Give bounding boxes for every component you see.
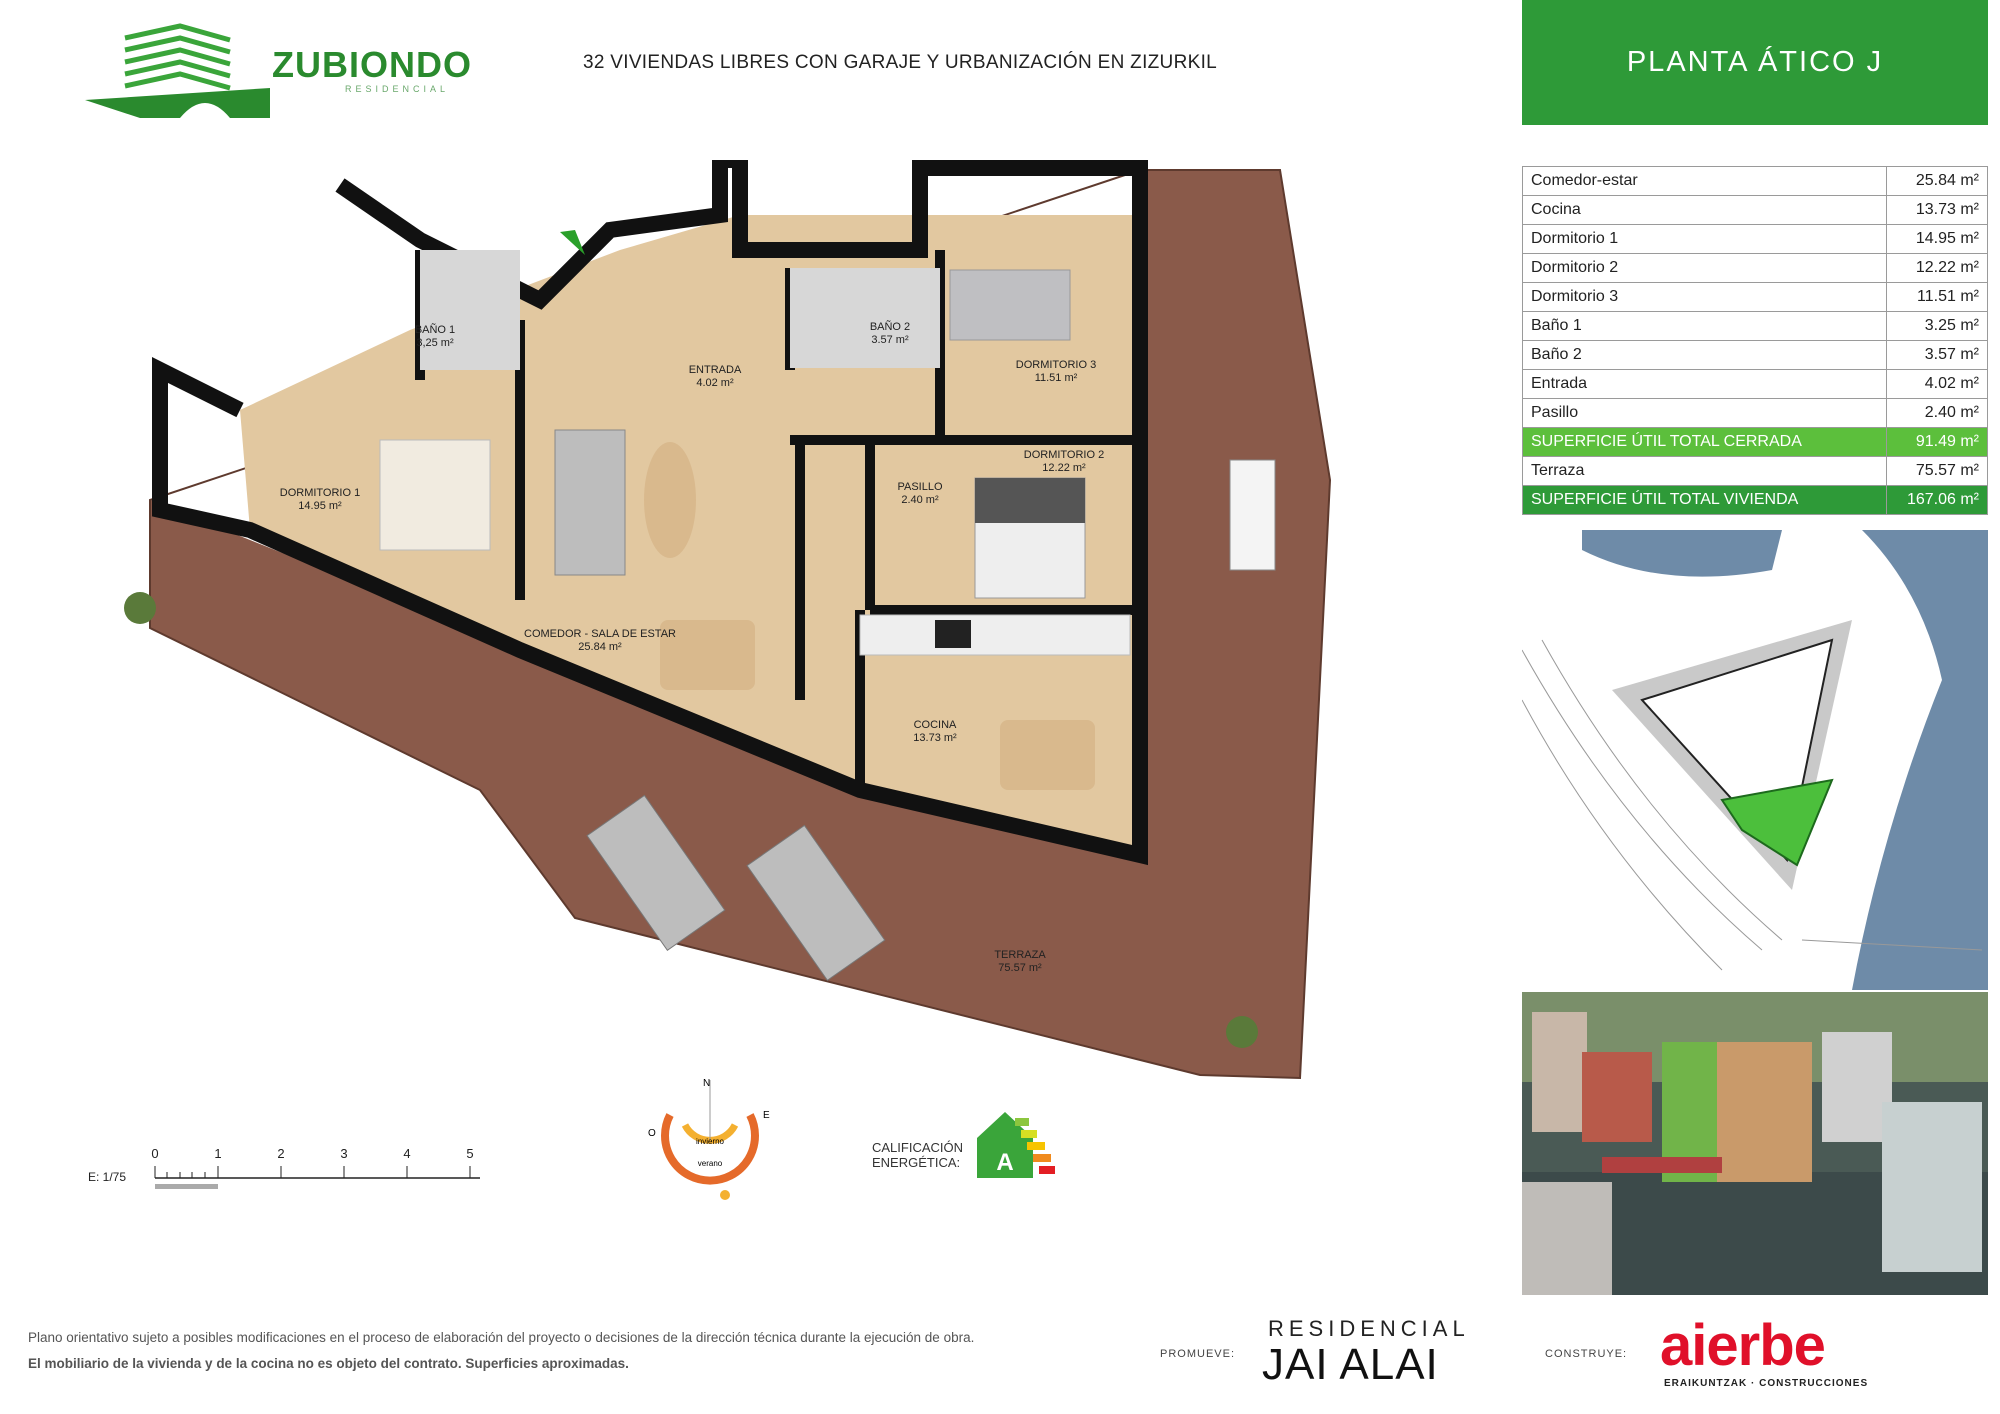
construye-label: CONSTRUYE: bbox=[1545, 1348, 1628, 1360]
area-name: Entrada bbox=[1522, 369, 1887, 399]
label-dorm1-area: 14.95 m² bbox=[298, 500, 342, 512]
area-value: 14.95 m² bbox=[1886, 224, 1988, 254]
promoter-name: JAI ALAI bbox=[1262, 1340, 1439, 1389]
scale-label: E: 1/75 bbox=[88, 1170, 127, 1184]
scale-tick: 1 bbox=[214, 1146, 221, 1161]
area-name: Dormitorio 3 bbox=[1522, 282, 1887, 312]
area-name: Dormitorio 2 bbox=[1522, 253, 1887, 283]
compass-n: N bbox=[703, 1078, 710, 1089]
area-name: Dormitorio 1 bbox=[1522, 224, 1887, 254]
sun-icon bbox=[720, 1190, 730, 1200]
promueve-label: PROMUEVE: bbox=[1160, 1348, 1236, 1360]
area-value: 4.02 m² bbox=[1886, 369, 1988, 399]
label-dorm2-area: 12.22 m² bbox=[1042, 462, 1086, 474]
label-entrada-area: 4.02 m² bbox=[696, 377, 734, 389]
label-cocina-area: 13.73 m² bbox=[913, 732, 957, 744]
area-value: 11.51 m² bbox=[1886, 282, 1988, 312]
energy-label-line2: ENERGÉTICA: bbox=[872, 1155, 961, 1170]
area-value: 91.49 m² bbox=[1886, 427, 1988, 457]
headline: 32 VIVIENDAS LIBRES CON GARAJE Y URBANIZ… bbox=[582, 52, 1218, 73]
label-bano1-name: BAÑO 1 bbox=[415, 323, 455, 336]
scale-tick: 3 bbox=[340, 1146, 347, 1161]
site-location-map bbox=[1522, 530, 1988, 990]
scale-tick: 0 bbox=[151, 1146, 158, 1161]
label-dorm2-name: DORMITORIO 2 bbox=[1024, 449, 1104, 461]
label-dorm3-area: 11.51 m² bbox=[1035, 372, 1078, 384]
compass-o: O bbox=[648, 1128, 656, 1139]
area-name: Terraza bbox=[1522, 456, 1887, 486]
label-terraza-area: 75.57 m² bbox=[998, 962, 1042, 974]
compass-summer: verano bbox=[698, 1159, 723, 1168]
energy-label-line1: CALIFICACIÓN bbox=[872, 1140, 964, 1155]
promoter-residencial: RESIDENCIAL bbox=[1268, 1316, 1470, 1341]
scale-bar: 0 1 2 3 4 5 bbox=[151, 1146, 480, 1189]
label-pasillo-area: 2.40 m² bbox=[901, 494, 939, 506]
area-value: 75.57 m² bbox=[1886, 456, 1988, 486]
label-bano1-area: 3,25 m² bbox=[416, 337, 454, 349]
area-value: 3.25 m² bbox=[1886, 311, 1988, 341]
compass-sun-diagram: N E O invierno verano bbox=[648, 1078, 770, 1200]
compass-winter: invierno bbox=[696, 1137, 725, 1146]
builder-tagline: ERAIKUNTZAK · CONSTRUCCIONES bbox=[1664, 1378, 1869, 1389]
terrace-area bbox=[150, 170, 1330, 1078]
scale-tick: 4 bbox=[403, 1146, 410, 1161]
area-name: Cocina bbox=[1522, 195, 1887, 225]
label-bano2-area: 3.57 m² bbox=[871, 334, 909, 346]
logo-title: ZUBIONDO bbox=[272, 44, 472, 85]
area-value: 12.22 m² bbox=[1886, 253, 1988, 283]
scale-tick: 5 bbox=[466, 1146, 473, 1161]
label-comedor-name: COMEDOR - SALA DE ESTAR bbox=[524, 628, 676, 640]
label-dorm1-name: DORMITORIO 1 bbox=[280, 487, 360, 499]
disclaimer-furniture: El mobiliario de la vivienda y de la coc… bbox=[28, 1356, 629, 1371]
disclaimer-text: Plano orientativo sujeto a posibles modi… bbox=[28, 1330, 975, 1345]
label-comedor-area: 25.84 m² bbox=[578, 641, 622, 653]
area-name: Pasillo bbox=[1522, 398, 1887, 428]
area-name: SUPERFICIE ÚTIL TOTAL CERRADA bbox=[1522, 427, 1887, 457]
floor-plan: BAÑO 1 3,25 m² BAÑO 2 3.57 m² ENTRADA 4.… bbox=[124, 160, 1332, 1080]
label-bano2-name: BAÑO 2 bbox=[870, 320, 910, 333]
aerial-photo bbox=[1522, 992, 1988, 1295]
area-value: 3.57 m² bbox=[1886, 340, 1988, 370]
area-name: Comedor-estar bbox=[1522, 166, 1887, 196]
label-pasillo-name: PASILLO bbox=[897, 481, 942, 493]
plan-title-badge: PLANTA ÁTICO J bbox=[1522, 0, 1988, 125]
compass-e: E bbox=[763, 1110, 770, 1121]
area-value: 167.06 m² bbox=[1886, 485, 1988, 515]
area-name: SUPERFICIE ÚTIL TOTAL VIVIENDA bbox=[1522, 485, 1887, 515]
energy-rating: A bbox=[996, 1149, 1013, 1176]
entrance-arrow bbox=[560, 230, 585, 255]
area-value: 13.73 m² bbox=[1886, 195, 1988, 225]
energy-rating-house-icon: A bbox=[977, 1112, 1055, 1178]
zubiondo-logo bbox=[85, 23, 270, 118]
label-terraza-name: TERRAZA bbox=[994, 949, 1046, 961]
label-cocina-name: COCINA bbox=[914, 719, 957, 731]
scale-tick: 2 bbox=[277, 1146, 284, 1161]
builder-logo: aierbe bbox=[1660, 1313, 1826, 1378]
area-value: 2.40 m² bbox=[1886, 398, 1988, 428]
logo-subtitle: RESIDENCIAL bbox=[345, 84, 450, 94]
area-name: Baño 1 bbox=[1522, 311, 1887, 341]
area-name: Baño 2 bbox=[1522, 340, 1887, 370]
area-value: 25.84 m² bbox=[1886, 166, 1988, 196]
energy-label: CALIFICACIÓN ENERGÉTICA: bbox=[872, 1140, 963, 1170]
label-dorm3-name: DORMITORIO 3 bbox=[1016, 359, 1096, 371]
label-entrada-name: ENTRADA bbox=[689, 364, 742, 376]
